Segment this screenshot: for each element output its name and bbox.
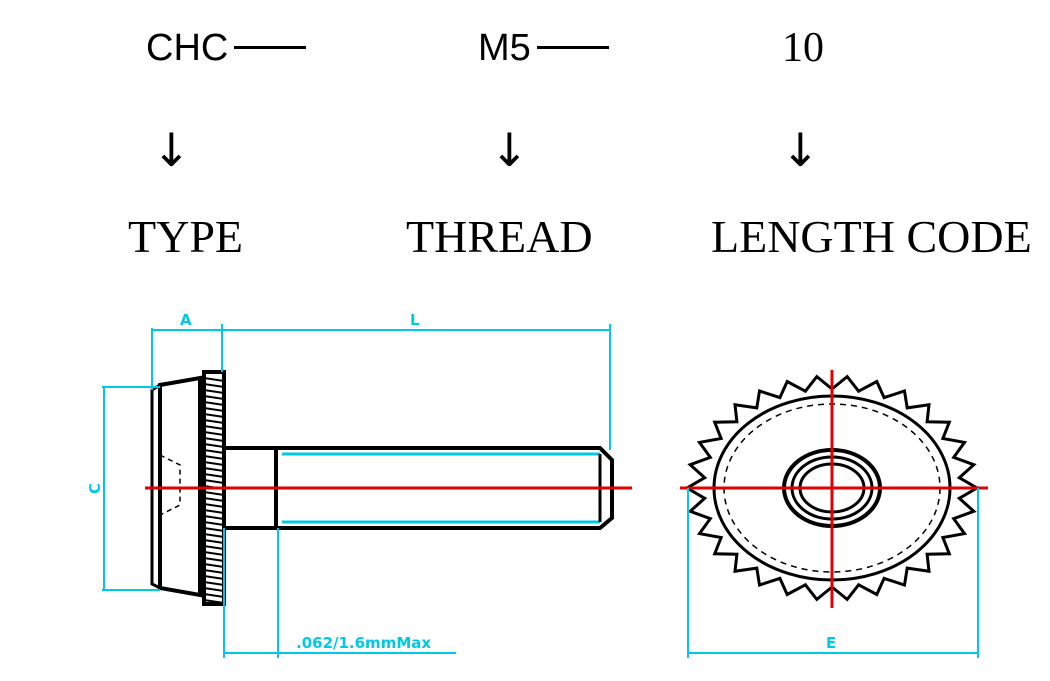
knurl-tooth — [203, 599, 225, 604]
code-length-text: 10 — [782, 25, 824, 71]
knurl-tooth — [203, 521, 225, 526]
knurl-tooth — [203, 431, 225, 436]
code-type-text: CHC — [146, 27, 229, 69]
code-thread-text: M5 — [478, 27, 531, 69]
code-dash-2 — [536, 46, 609, 50]
knurl-tooth — [203, 497, 225, 502]
knurl-tooth — [203, 539, 225, 544]
knurl-tooth — [203, 563, 225, 568]
dim-e-label: E — [826, 634, 836, 652]
dim-note-label: .062/1.6mmMax — [296, 634, 431, 652]
label-thread: THREAD — [406, 211, 593, 262]
dim-c-label: C — [86, 483, 104, 494]
knurl-tooth — [203, 443, 225, 448]
knurl-tooth — [203, 395, 225, 400]
knurl-tooth — [203, 581, 225, 586]
knurl-tooth — [203, 479, 225, 484]
code-thread: M5 — [478, 22, 609, 74]
knurl-tooth — [203, 557, 225, 562]
knurl-tooth — [203, 455, 225, 460]
knurl-tooth — [203, 545, 225, 550]
dim-l-label: L — [410, 311, 420, 329]
code-type: CHC — [146, 22, 307, 74]
knurl-tooth — [203, 587, 225, 592]
hex-socket-hidden — [159, 454, 181, 516]
knurl-tooth — [203, 407, 225, 412]
code-dash-1 — [234, 46, 307, 50]
knurl-tooth — [203, 593, 225, 598]
label-type: TYPE — [128, 211, 243, 262]
knurl-tooth — [203, 551, 225, 556]
knurl-tooth — [203, 401, 225, 406]
knurl-tooth — [203, 473, 225, 478]
screw-drawing: A L C .062/1.6mmMax E — [86, 311, 988, 658]
knurl-tooth — [203, 389, 225, 394]
knurl-tooth — [203, 377, 225, 382]
label-length-code: LENGTH CODE — [711, 211, 1032, 262]
knurl-lines — [203, 377, 225, 604]
arrow-down-icon: ↓ — [152, 123, 191, 177]
knurl-tooth — [203, 437, 225, 442]
side-view: A L C .062/1.6mmMax — [86, 311, 632, 658]
dim-a-label: A — [180, 311, 192, 329]
knurl-tooth — [203, 515, 225, 520]
arrow-down-icon: ↓ — [781, 123, 820, 177]
code-length: 10 — [782, 22, 824, 74]
knurl-tooth — [203, 509, 225, 514]
knurl-tooth — [203, 575, 225, 580]
knurl-tooth — [203, 569, 225, 574]
knurl-tooth — [203, 467, 225, 472]
knurl-tooth — [203, 425, 225, 430]
knurl-tooth — [203, 533, 225, 538]
arrow-down-icon: ↓ — [490, 123, 529, 177]
knurl-tooth — [203, 503, 225, 508]
end-view: E — [680, 370, 988, 658]
knurl-tooth — [203, 461, 225, 466]
knurl-tooth — [203, 491, 225, 496]
knurl-tooth — [203, 419, 225, 424]
knurl-tooth — [203, 527, 225, 532]
knurl-tooth — [203, 413, 225, 418]
knurl-tooth — [203, 449, 225, 454]
knurl-tooth — [203, 383, 225, 388]
